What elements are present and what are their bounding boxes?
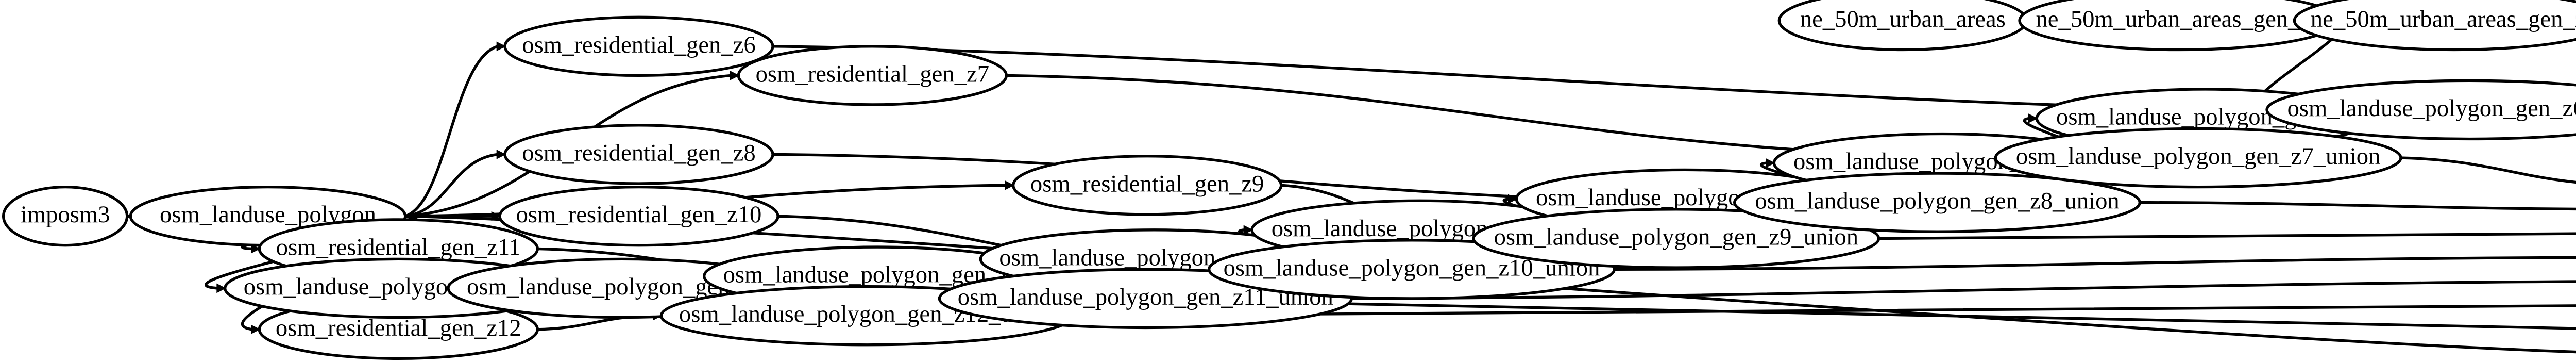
node-label: osm_residential_gen_z9: [1030, 170, 1264, 197]
node-osm_landuse_polygon_gen_z9_union[interactable]: osm_landuse_polygon_gen_z9_union: [1472, 208, 1880, 269]
node-ne_50m_urban_areas_gen_z4[interactable]: ne_50m_urban_areas_gen_z4: [2293, 0, 2576, 52]
node-shape: [498, 185, 779, 247]
node-shape: [1733, 172, 2141, 233]
node-label: osm_residential_gen_z11: [276, 234, 521, 260]
node-label: osm_residential_gen_z7: [756, 60, 989, 87]
node-label: osm_landuse_polygon_gen_z6_union: [2287, 95, 2576, 122]
node-osm_landuse_polygon_gen_z8_union[interactable]: osm_landuse_polygon_gen_z8_union: [1733, 172, 2141, 233]
node-label: ne_50m_urban_areas_gen_z5: [2036, 6, 2323, 32]
node-label: ne_50m_urban_areas_gen_z4: [2311, 6, 2576, 32]
edge-osm_landuse_polygon_gen_z7_union-to-layer_landuse-z7: [2400, 156, 2576, 184]
node-osm_residential_gen_z10[interactable]: osm_residential_gen_z10: [498, 185, 779, 247]
node-shape: [2265, 79, 2576, 141]
node-shape: [503, 124, 774, 185]
node-osm_residential_gen_z7[interactable]: osm_residential_gen_z7: [737, 45, 1008, 106]
node-label: imposm3: [21, 201, 110, 228]
node-label: osm_residential_gen_z12: [276, 315, 521, 341]
node-ne_50m_urban_areas[interactable]: ne_50m_urban_areas: [1777, 0, 2028, 52]
node-label: osm_residential_gen_z8: [522, 139, 755, 166]
node-label: osm_landuse_polygon_gen_z7_union: [2016, 143, 2381, 170]
node-shape: [2293, 0, 2576, 52]
arrowhead-icon: [730, 71, 740, 80]
node-osm_landuse_polygon_gen_z7_union[interactable]: osm_landuse_polygon_gen_z7_union: [1994, 127, 2402, 189]
arrowhead-icon: [2028, 113, 2038, 123]
arrowhead-icon: [1766, 158, 1775, 168]
arrowhead-icon: [496, 41, 506, 52]
node-shape: [1472, 208, 1880, 269]
node-ne_50m_urban_areas_gen_z5[interactable]: ne_50m_urban_areas_gen_z5: [2018, 0, 2341, 52]
node-label: osm_residential_gen_z6: [522, 31, 755, 58]
node-label: osm_residential_gen_z10: [516, 201, 762, 228]
node-label: osm_landuse_polygon_gen_z8_union: [1755, 188, 2120, 215]
node-shape: [2, 185, 129, 247]
node-label: osm_landuse_polygon_gen_z9_union: [1494, 224, 1859, 251]
node-osm_residential_gen_z9[interactable]: osm_residential_gen_z9: [1012, 155, 1283, 216]
edge-osm_residential_gen_z6-to-osm_landuse_polygon_gen_z6_union: [772, 45, 2260, 111]
edge-osm_landuse_polygon-to-osm_residential_gen_z6: [404, 45, 498, 218]
node-shape: [1994, 127, 2402, 189]
arrowhead-icon: [216, 283, 226, 293]
edge-osm_landuse_polygon-to-osm_residential_gen_z8: [405, 153, 498, 218]
node-osm_residential_gen_z6[interactable]: osm_residential_gen_z6: [503, 15, 774, 77]
node-osm_landuse_polygon_gen_z6_union[interactable]: osm_landuse_polygon_gen_z6_union: [2265, 79, 2576, 141]
arrowhead-icon: [250, 244, 261, 254]
edge-osm_landuse_polygon_gen_z11_union-to-layer_landuse-z11: [1351, 280, 2576, 300]
node-shape: [1012, 155, 1283, 216]
node-osm_landuse_polygon[interactable]: osm_landuse_polygon: [129, 185, 407, 247]
edge-osm_landuse_polygon_gen_z8_union-to-layer_landuse-z8: [2140, 201, 2576, 211]
node-osm_residential_gen_z8[interactable]: osm_residential_gen_z8: [503, 124, 774, 185]
arrowhead-icon: [496, 150, 506, 159]
edge-osm_landuse_polygon_gen_z9_union-to-layer_landuse-z9: [1878, 232, 2576, 240]
arrowhead-icon: [250, 324, 261, 335]
arrowhead-icon: [1005, 180, 1014, 190]
node-label: ne_50m_urban_areas: [1800, 6, 2006, 32]
edge-osm_landuse_polygon_gen_z10_union-to-layer_landuse-z10: [1614, 256, 2576, 271]
arrowhead-icon: [1243, 225, 1253, 235]
node-shape: [737, 45, 1008, 106]
node-imposm3[interactable]: imposm3: [2, 185, 129, 247]
node-shape: [503, 15, 774, 77]
